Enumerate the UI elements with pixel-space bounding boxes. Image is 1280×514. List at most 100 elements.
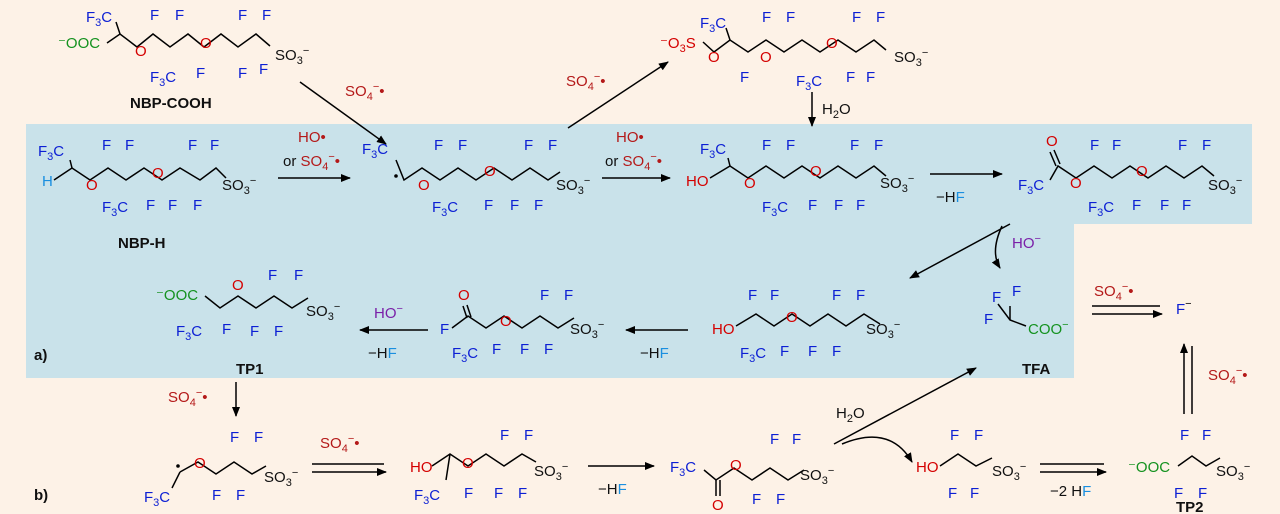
reagent-h2o-5: H2O	[822, 101, 851, 121]
svg-text:F3C: F3C	[670, 459, 696, 479]
svg-text:SO3−: SO3−	[534, 461, 568, 483]
svg-text:F: F	[850, 137, 859, 154]
svg-text:SO3−: SO3−	[275, 45, 309, 67]
arrow-14	[833, 367, 977, 445]
reagent-hydroxide-10: HO−	[374, 303, 403, 322]
svg-text:F3C: F3C	[1018, 177, 1044, 197]
svg-text:O: O	[194, 455, 206, 472]
arrow-7	[909, 223, 1011, 279]
svg-text:F: F	[524, 137, 533, 154]
svg-text:F: F	[196, 65, 205, 82]
reagent-h2o-14: H2O	[836, 405, 865, 425]
svg-text:F: F	[518, 485, 527, 502]
svg-text:O: O	[730, 457, 742, 474]
svg-text:F: F	[1202, 427, 1211, 444]
svg-text:F: F	[770, 431, 779, 448]
svg-text:F: F	[524, 427, 533, 444]
svg-text:O: O	[458, 287, 470, 304]
svg-text:F: F	[1112, 137, 1121, 154]
svg-text:F: F	[748, 287, 757, 304]
svg-text:F3C: F3C	[796, 73, 822, 93]
svg-text:F: F	[762, 9, 771, 26]
svg-text:F: F	[808, 343, 817, 360]
reagent-minus-hf-6: −HF	[936, 189, 965, 206]
svg-text:O: O	[232, 277, 244, 294]
svg-text:O: O	[500, 313, 512, 330]
svg-text:F: F	[950, 427, 959, 444]
svg-text:F3C: F3C	[362, 141, 388, 161]
svg-text:SO3−: SO3−	[800, 465, 834, 487]
svg-text:F: F	[238, 7, 247, 24]
panel-label-a: a)	[34, 347, 47, 364]
svg-text:O: O	[760, 49, 772, 66]
svg-text:F: F	[534, 197, 543, 214]
svg-text:F: F	[1180, 427, 1189, 444]
svg-text:F: F	[762, 137, 771, 154]
svg-text:F: F	[259, 61, 268, 78]
svg-text:F: F	[876, 9, 885, 26]
reagent-so4-2: SO4−•	[345, 81, 385, 103]
svg-text:F3C: F3C	[38, 143, 64, 163]
svg-text:O: O	[810, 163, 822, 180]
reagent-so4-16: SO4−•	[1208, 365, 1248, 387]
svg-text:F: F	[492, 341, 501, 358]
reagent-ho-4: HO•	[616, 129, 644, 146]
svg-text:F3C: F3C	[700, 141, 726, 161]
reagent-hydroxide-7: HO−	[1012, 233, 1041, 252]
reagent-minus-hf-13: −HF	[598, 481, 627, 498]
svg-text:F: F	[212, 487, 221, 504]
svg-text:F3C: F3C	[740, 345, 766, 365]
curved-arrow-14	[841, 436, 913, 463]
svg-text:F3C: F3C	[150, 69, 176, 89]
svg-text:F3C: F3C	[144, 489, 170, 509]
reagent-so4-12: SO4−•	[320, 433, 360, 455]
svg-text:F: F	[274, 323, 283, 340]
svg-text:F: F	[188, 137, 197, 154]
svg-text:O: O	[1136, 163, 1148, 180]
svg-text:F: F	[1090, 137, 1099, 154]
svg-text:⁻O3S: ⁻O3S	[660, 35, 696, 55]
svg-text:F: F	[193, 197, 202, 214]
panel-label-b: b)	[34, 487, 48, 504]
curved-arrow-7	[991, 225, 1003, 269]
tfa-label: TFA	[1022, 361, 1050, 378]
svg-text:⁻OOC: ⁻OOC	[1128, 459, 1170, 476]
svg-text:H: H	[42, 173, 53, 190]
svg-text:F: F	[1012, 283, 1021, 300]
svg-text:F: F	[146, 197, 155, 214]
svg-text:F3C: F3C	[1088, 199, 1114, 219]
svg-text:O: O	[135, 43, 147, 60]
svg-text:F: F	[984, 311, 993, 328]
svg-text:HO: HO	[410, 459, 433, 476]
svg-text:F: F	[458, 137, 467, 154]
svg-text:F: F	[834, 197, 843, 214]
svg-text:F3C: F3C	[176, 323, 202, 343]
svg-text:F: F	[1132, 197, 1141, 214]
svg-text:F: F	[1160, 197, 1169, 214]
svg-text:⁻OOC: ⁻OOC	[156, 287, 198, 304]
reagent-minus-2hf-15: −2 HF	[1050, 483, 1091, 500]
svg-text:O: O	[86, 177, 98, 194]
reagent-so4-8: SO4−•	[1094, 281, 1134, 303]
svg-text:COO−: COO−	[1028, 319, 1069, 338]
svg-text:SO3−: SO3−	[264, 467, 298, 489]
svg-text:F: F	[238, 65, 247, 82]
svg-text:F: F	[510, 197, 519, 214]
svg-text:F3C: F3C	[700, 15, 726, 35]
svg-text:F: F	[846, 69, 855, 86]
svg-text:F: F	[874, 137, 883, 154]
svg-text:HO: HO	[686, 173, 709, 190]
panel-a-background	[26, 124, 1252, 378]
svg-text:F: F	[210, 137, 219, 154]
svg-text:F: F	[564, 287, 573, 304]
svg-text:F: F	[1182, 197, 1191, 214]
svg-text:⁻OOC: ⁻OOC	[58, 35, 100, 52]
svg-text:F: F	[125, 137, 134, 154]
svg-text:O: O	[1070, 175, 1082, 192]
